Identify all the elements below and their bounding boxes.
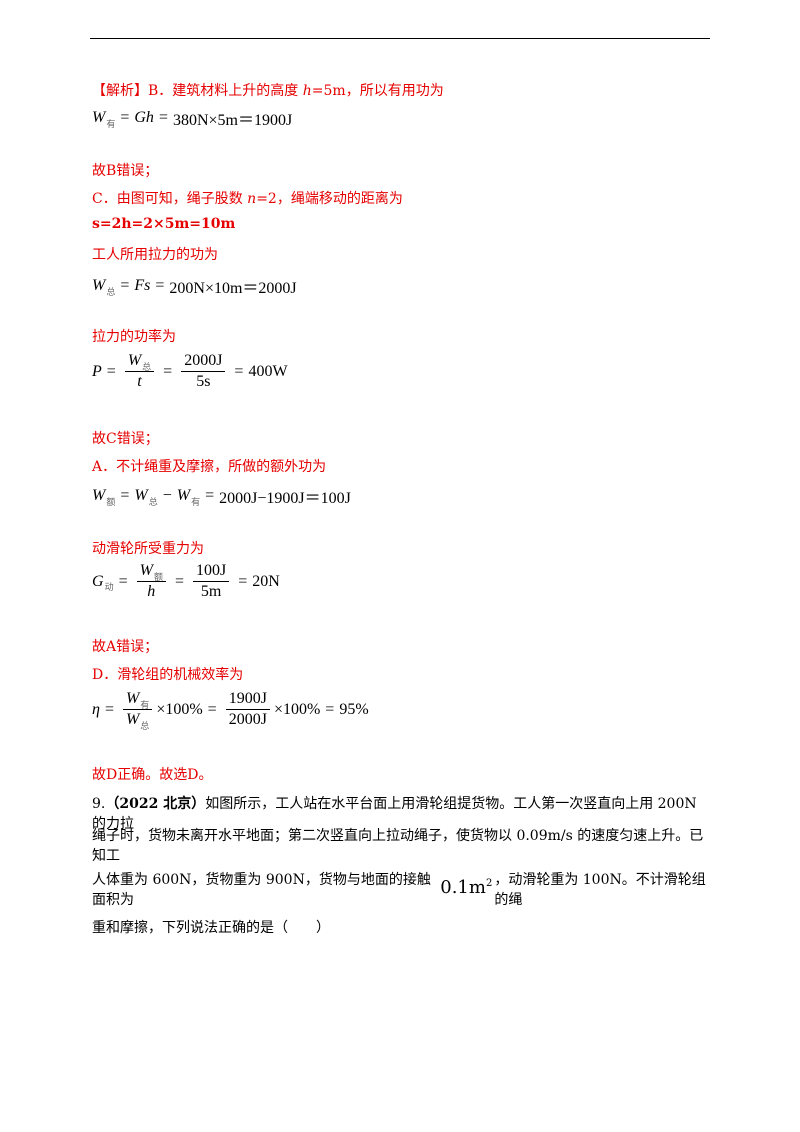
question-number: 9. [92,796,106,812]
b-wrong: 故B错误； [92,163,159,179]
a-pulley-label: 动滑轮所受重力为 [92,541,204,557]
c-work-label: 工人所用拉力的功为 [92,247,218,263]
header-rule [90,38,710,39]
c-wrong: 故C错误； [92,431,159,447]
d-correct: 故D正确。故选D。 [92,767,213,783]
question-9: 9.（2022 北京）如图所示，工人站在水平台面上用滑轮组提货物。工人第一次竖直… [92,796,706,936]
analysis-a-line: A．不计绳重及摩擦，所做的额外功为 [92,459,327,475]
analysis-d-line: D．滑轮组的机械效率为 [92,667,244,683]
contact-area: 0.1m2 [440,877,493,898]
analysis-bracket: 【解析】 [92,83,148,99]
analysis-c-line: C．由图可知，绳子股数 n=2，绳端移动的距离为 [92,191,403,207]
a-wrong: 故A错误； [92,639,159,655]
c-distance: s=2h=2×5m=10m [92,216,236,232]
analysis-b-line: 【解析】B．建筑材料上升的高度 h=5m，所以有用功为 [92,83,444,99]
c-power-label: 拉力的功率为 [92,329,176,345]
question-source: （2022 北京） [105,796,206,812]
